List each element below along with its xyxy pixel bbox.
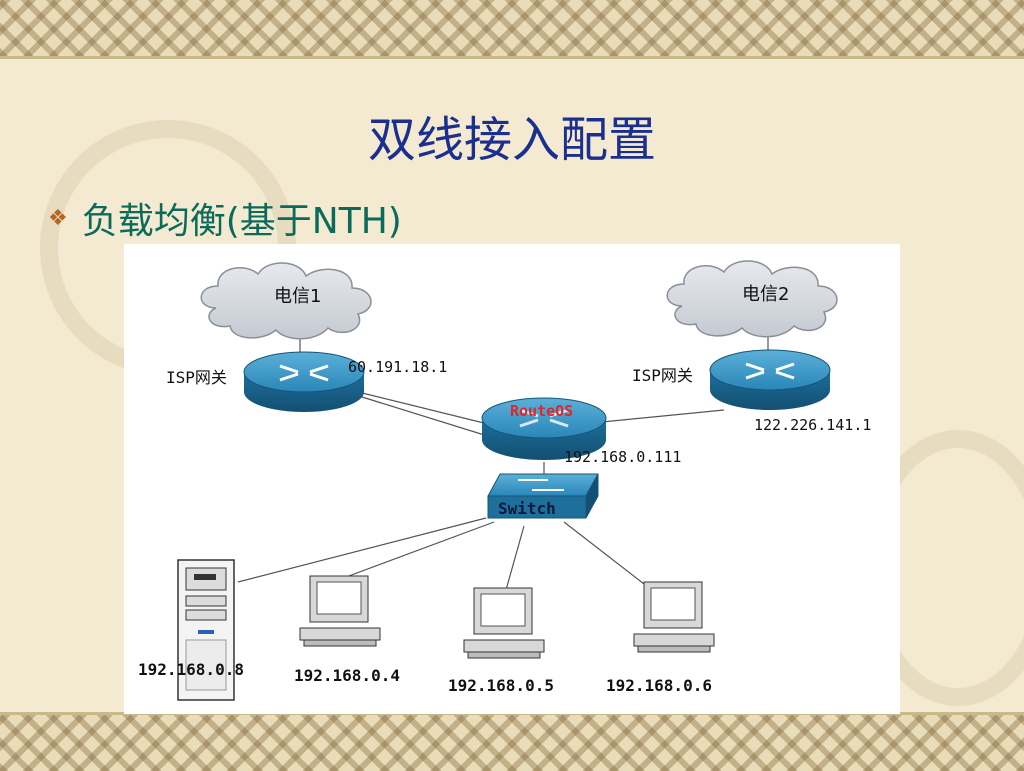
isp-gateway-label-right: ISP网关 bbox=[632, 366, 693, 385]
cloud-label-telecom2: 电信2 bbox=[742, 284, 790, 305]
routeros-router-icon bbox=[481, 397, 607, 460]
link-gw1-router-b bbox=[345, 391, 495, 439]
link-switch-pc4 bbox=[337, 521, 495, 581]
cloud-label-telecom1: 电信1 bbox=[274, 286, 322, 307]
pc-icon bbox=[463, 587, 545, 659]
bullet-item: ❖ 负载均衡(基于NTH) bbox=[48, 192, 402, 244]
link-switch-pc5 bbox=[505, 525, 525, 591]
network-diagram: 电信1 电信2 ISP网关 ISP网关 60.191.18.1 122.226.… bbox=[124, 244, 900, 714]
pc-icon bbox=[299, 575, 381, 647]
link-switch-server bbox=[237, 517, 487, 583]
isp-gateway-label-left: ISP网关 bbox=[166, 368, 227, 387]
bottom-decorative-border bbox=[0, 712, 1024, 771]
ip-label-pc6: 192.168.0.6 bbox=[606, 676, 712, 695]
link-router-gw2 bbox=[601, 409, 725, 423]
ip-label-server: 192.168.0.8 bbox=[138, 660, 244, 679]
ip-label-pc5: 192.168.0.5 bbox=[448, 676, 554, 695]
switch-label: Switch bbox=[498, 499, 556, 518]
ip-label-right-gateway: 122.226.141.1 bbox=[754, 416, 872, 434]
router-icon bbox=[709, 349, 831, 410]
diamond-bullet-icon: ❖ bbox=[48, 205, 68, 231]
cloud-telecom1 bbox=[200, 262, 372, 340]
slide-title: 双线接入配置 bbox=[367, 112, 656, 168]
network-topology-svg bbox=[177, 260, 838, 701]
ip-label-router-lan: 192.168.0.111 bbox=[564, 448, 682, 466]
pc-icon bbox=[633, 581, 715, 653]
ip-label-left-gateway: 60.191.18.1 bbox=[348, 358, 448, 376]
ip-label-pc4: 192.168.0.4 bbox=[294, 666, 400, 685]
server-icon bbox=[177, 559, 235, 701]
cloud-telecom2 bbox=[666, 260, 838, 338]
top-decorative-border bbox=[0, 0, 1024, 59]
link-switch-pc6 bbox=[563, 521, 645, 585]
router-icon bbox=[243, 351, 365, 412]
routeros-label: RouteOS bbox=[510, 402, 574, 420]
switch-icon bbox=[487, 473, 599, 519]
bullet-text: 负载均衡(基于NTH) bbox=[81, 201, 402, 242]
